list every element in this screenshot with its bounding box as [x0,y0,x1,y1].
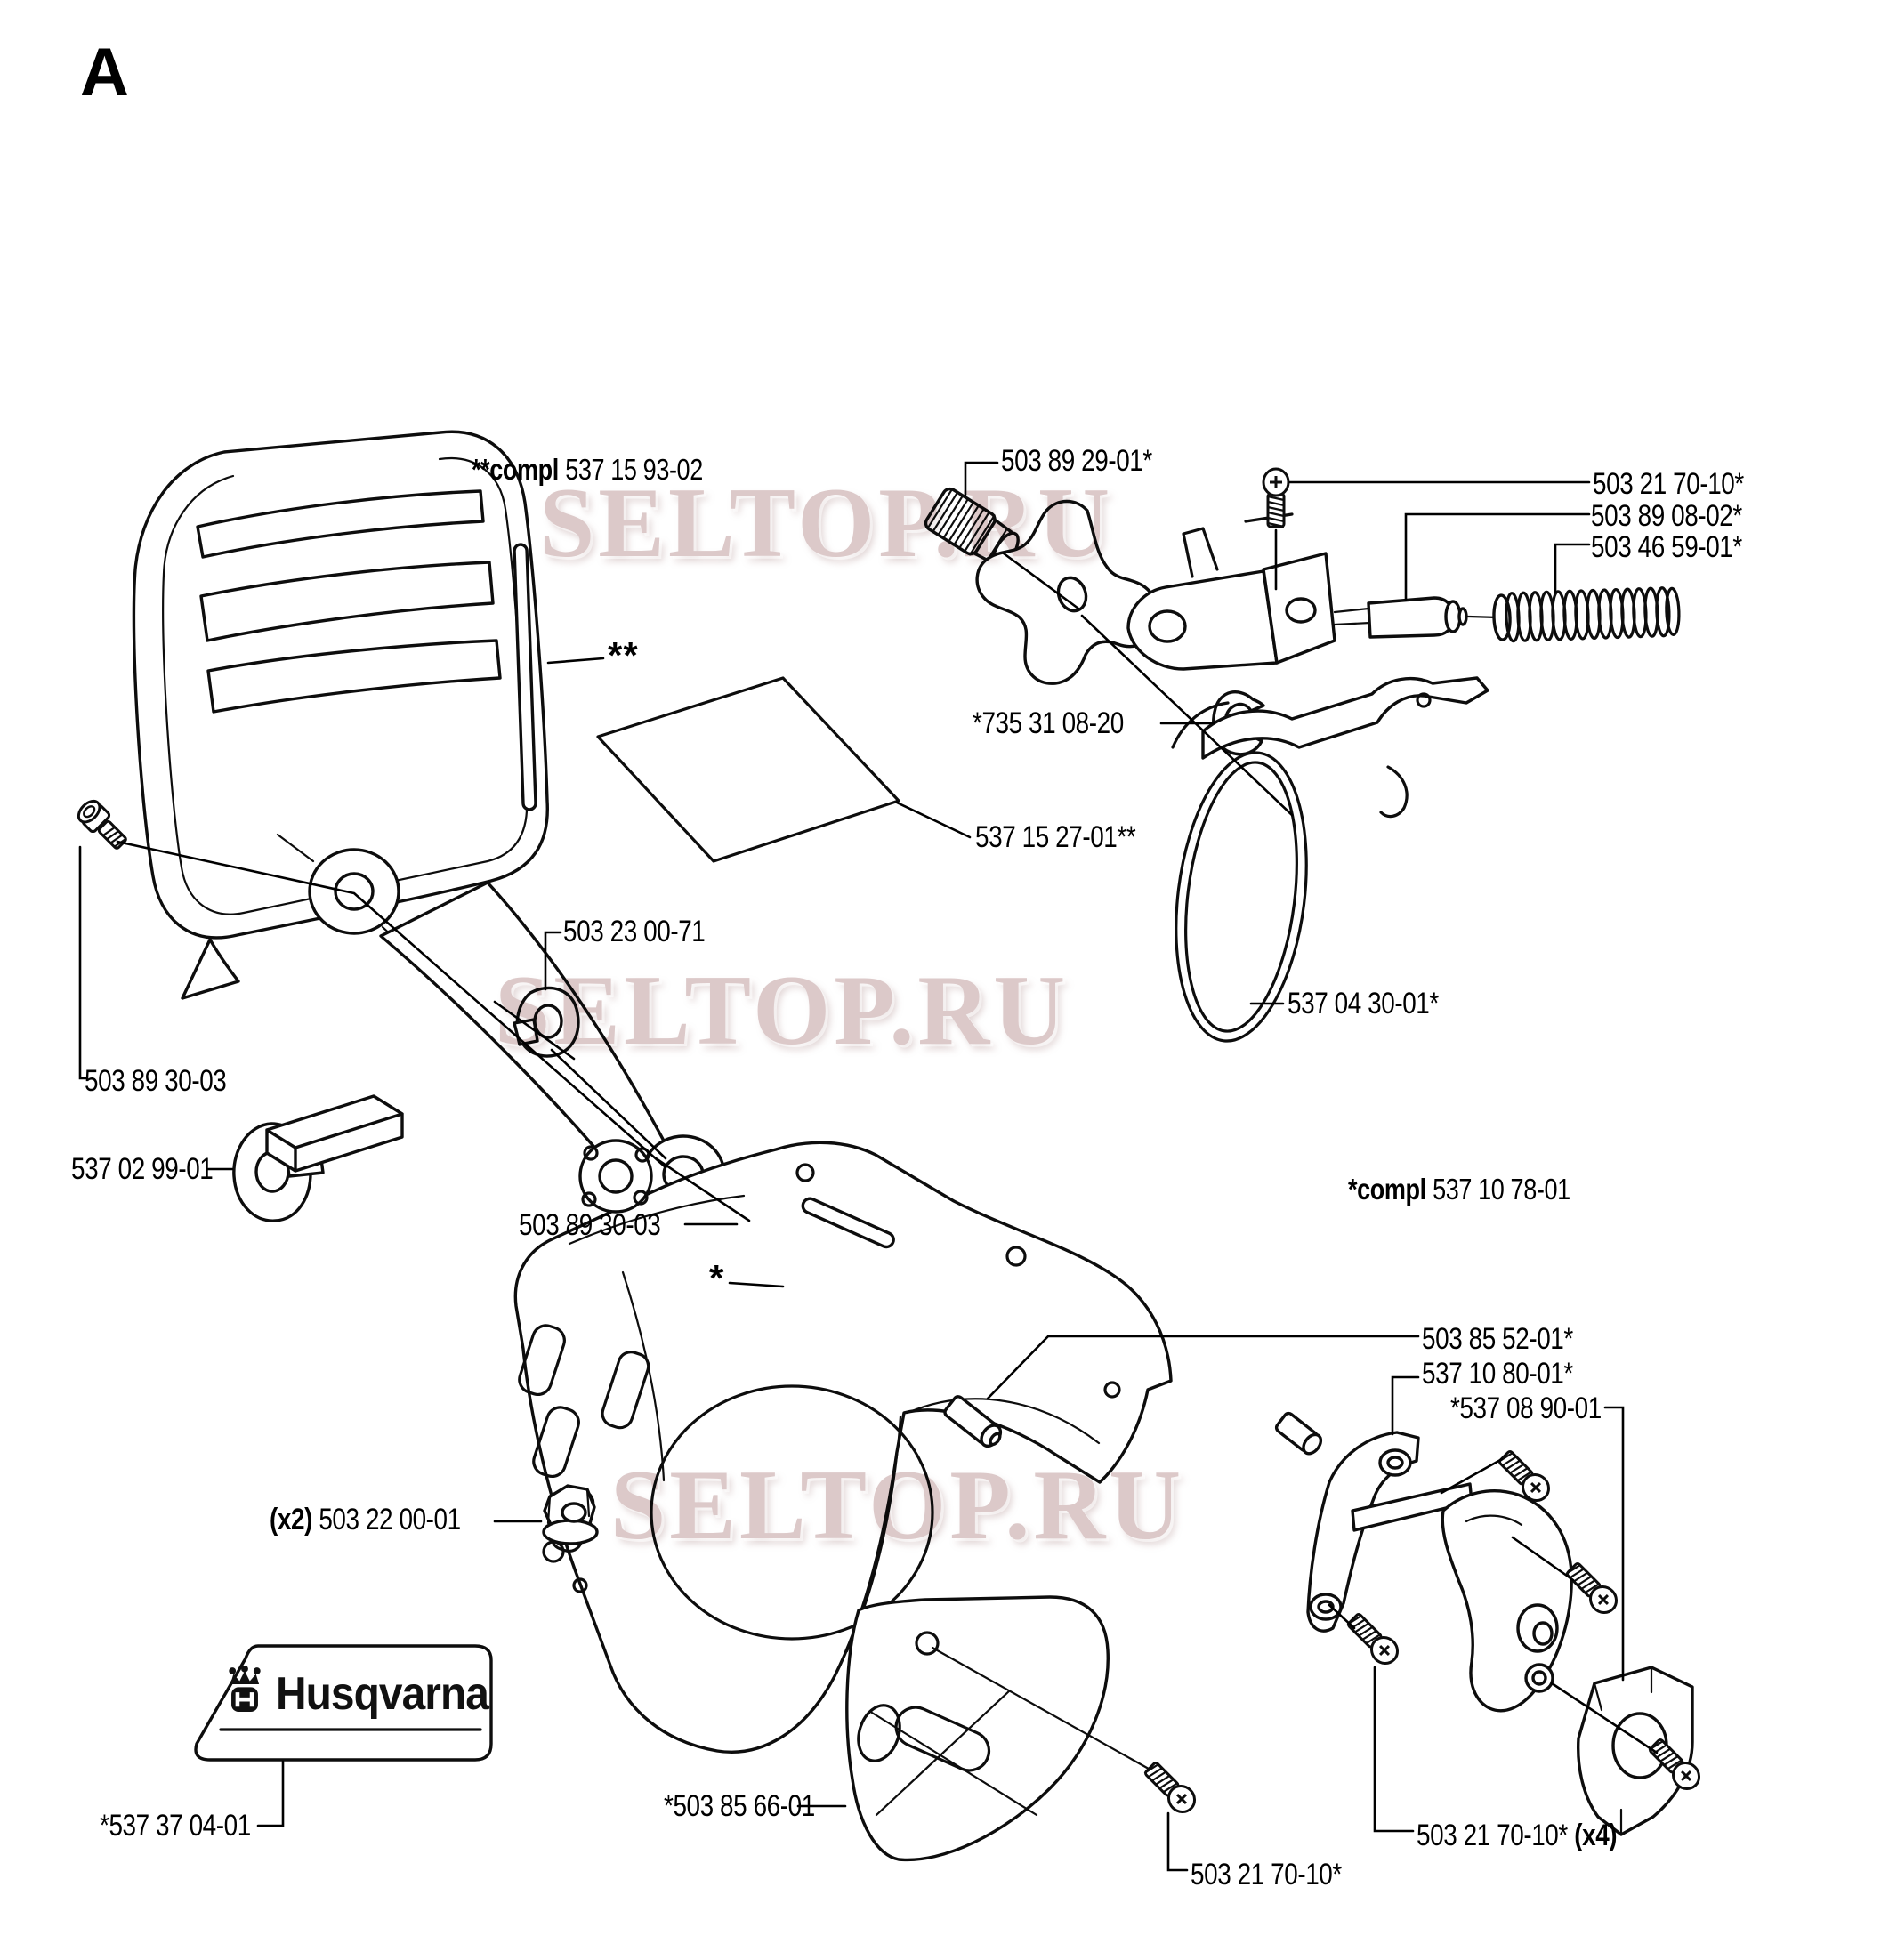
part-label-plate-screw: 503 21 70-10* [1191,1858,1342,1891]
clutch-cover-part [513,1139,1173,1754]
adjuster-star-wheel-part [975,499,1160,685]
flange-nut-part [542,1484,599,1545]
part-label-guide-plate: *503 85 66-01 [664,1789,815,1823]
guide-plate-part [845,1595,1157,1862]
cover-pin-part [943,1395,1003,1448]
retaining-clip-part [513,986,580,1058]
part-label-retainer-clip: *735 31 08-20 [973,706,1124,740]
brake-rod-stub-part [1274,1411,1323,1456]
part-label-knob: 503 89 29-01* [1001,444,1152,478]
leader-lines [78,461,1659,1872]
part-label-cover-inner: 537 10 80-01* [1422,1357,1573,1391]
plate-screw-part [1140,1757,1202,1819]
part-label-brand-decal: *537 37 04-01 [100,1809,251,1843]
part-label-washer: 537 02 99-01 [71,1152,214,1186]
guard-washer-part [232,1094,404,1222]
part-label-adjuster-screw: 503 21 70-10* [1593,467,1744,501]
guard-screw-upper-part [73,795,133,855]
page-section-letter: A [80,35,129,110]
decal-outline-part [596,676,900,863]
adjuster-lever-part [1126,512,1372,671]
part-label-decal: 537 15 27-01** [975,820,1136,854]
adjuster-screw-part [1262,467,1290,528]
part-label-clip: 503 23 00-71 [563,915,706,948]
part-label-pin: 503 85 52-01* [1422,1322,1573,1356]
adjuster-knob-part [924,487,1020,569]
brake-spring-part [1492,586,1681,643]
cover-inner-part [1306,1431,1573,1713]
brand-plate-part [194,1644,493,1762]
part-label-spring: 503 46 59-01* [1591,530,1742,564]
part-label-cover-clamp: *537 08 90-01 [1450,1391,1602,1425]
part-label-guard-screw-lower: 503 89 30-03 [519,1208,661,1242]
brand-plate-content: Husqvarna [224,1665,489,1722]
cover-clamp-part [1576,1666,1694,1836]
part-label-guard-screw-upper: 503 89 30-03 [85,1064,227,1098]
husqvarna-crown-icon [224,1665,265,1722]
brake-band-part [1171,676,1489,1043]
adjuster-plunger-part [1367,596,1500,639]
marker-single-asterisk: * [709,1257,725,1299]
part-label-nut: (x2)503 22 00-01 [270,1503,461,1537]
part-label-brake-band: 537 04 30-01* [1288,987,1439,1020]
marker-double-asterisk: ** [608,634,639,676]
cover-screw-3-part [1343,1609,1405,1671]
brand-plate-wordmark: Husqvarna [276,1667,489,1720]
part-label-cover-screws-x4: 503 21 70-10*(x4) [1417,1819,1618,1852]
part-label-plunger: 503 89 08-02* [1591,499,1742,533]
